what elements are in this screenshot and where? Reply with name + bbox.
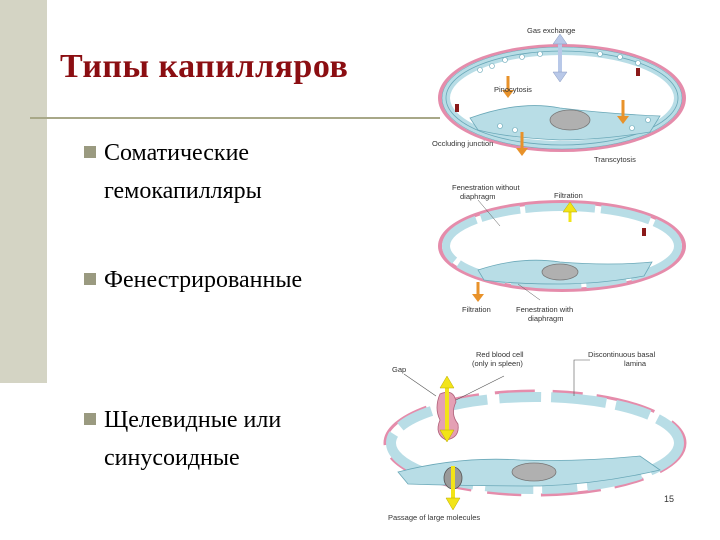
label-only-in-spleen: (only in spleen)	[472, 359, 523, 368]
bullet-square-icon	[84, 146, 96, 158]
cell-nucleus	[541, 263, 579, 281]
label-pinocytosis: Pinocytosis	[494, 85, 532, 94]
bullet-fenestrated: Фенестрированные	[84, 261, 384, 299]
basal-lamina-ring	[383, 389, 687, 497]
label-fenestration-without: Fenestration without	[452, 183, 520, 192]
bullet-sinusoidal: Щелевидные или синусоидные	[84, 401, 364, 477]
label-diaphragm: diaphragm	[460, 192, 495, 201]
label-gas-exchange: Gas exchange	[527, 26, 575, 35]
sinusoidal-capillary: Gap Red blood cell (only in spleen) Disc…	[383, 350, 687, 522]
bullet-text: Фенестрированные	[104, 267, 303, 293]
bullet-somatic: Соматические гемокапилляры	[84, 134, 344, 210]
transport-arrow	[516, 132, 528, 156]
label-occluding-junction: Occluding junction	[432, 139, 493, 148]
label-passage: Passage of large molecules	[388, 513, 480, 522]
bullet-square-icon	[84, 273, 96, 285]
label-gap: Gap	[392, 365, 406, 374]
gap-arrow	[439, 375, 455, 443]
label-filtration-bottom: Filtration	[462, 305, 491, 314]
filtration-arrow-bottom	[472, 282, 484, 302]
label-discontinuous-basal: Discontinuous basal	[588, 350, 655, 359]
bullet-square-icon	[84, 413, 96, 425]
filtration-arrow-top	[562, 201, 578, 222]
passage-arrow	[445, 466, 461, 511]
cell-nucleus	[549, 109, 591, 131]
left-decor-bar	[0, 0, 47, 383]
occluding-junction-mark	[455, 104, 459, 112]
gas-exchange-arrow	[552, 33, 568, 83]
continuous-capillary: Gas exchange Pinocytosis Occluding junct…	[432, 26, 686, 164]
endothelium-ring	[442, 203, 682, 289]
bullet-text: Соматические гемокапилляры	[104, 140, 262, 204]
label-filtration-top: Filtration	[554, 191, 583, 200]
transcytosis-arrow	[617, 100, 629, 124]
cell-nucleus	[511, 462, 557, 482]
label-lamina: lamina	[624, 359, 647, 368]
label-red-blood-cell: Red blood cell	[476, 350, 524, 359]
slide-title: Типы капилляров	[60, 48, 349, 85]
endothelium-ring	[386, 392, 684, 494]
title-divider	[30, 117, 440, 119]
pinocytotic-vesicles	[477, 51, 651, 133]
basal-lamina-ring	[438, 200, 686, 292]
label-diaphragm-2: diaphragm	[528, 314, 563, 323]
fenestrated-capillary: Fenestration without diaphragm Filtratio…	[438, 183, 686, 323]
pinocytosis-arrow	[502, 76, 514, 98]
label-transcytosis: Transcytosis	[594, 155, 636, 164]
bullet-text: Щелевидные или синусоидные	[104, 407, 282, 471]
label-fenestration-with: Fenestration with	[516, 305, 573, 314]
page-number: 15	[664, 494, 675, 504]
